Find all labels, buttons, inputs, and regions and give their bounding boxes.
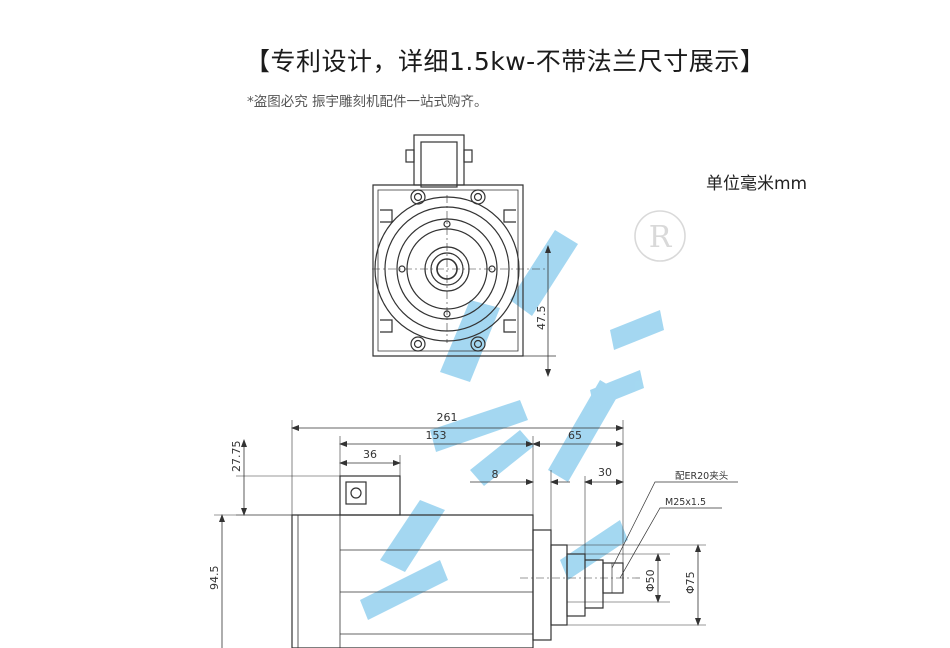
thread-note: M25x1.5 [665,497,706,508]
dim-153: 153 [426,429,447,442]
dim-261: 261 [437,411,458,424]
dim-36: 36 [363,448,377,461]
dim-47-5: 47.5 [535,306,548,331]
dim-phi50: Φ50 [644,569,657,592]
side-view [214,420,738,648]
page-title: 【专利设计，详细1.5kw-不带法兰尺寸展示】 [245,47,766,76]
dim-8: 8 [492,468,499,481]
dim-phi75: Φ75 [684,571,697,594]
front-view [372,134,556,377]
dim-94-5: 94.5 [208,566,221,591]
copyright-note: *盗图必究 振宇雕刻机配件一站式购齐。 [247,94,488,110]
unit-label: 单位毫米mm [706,174,808,194]
dim-65: 65 [568,429,582,442]
watermark: R [360,210,686,620]
svg-text:R: R [649,220,673,255]
dim-27-75: 27.75 [230,441,243,473]
dim-30: 30 [598,466,612,479]
collet-note: 配ER20夹头 [675,470,728,482]
registered-mark-icon: R [634,210,686,262]
